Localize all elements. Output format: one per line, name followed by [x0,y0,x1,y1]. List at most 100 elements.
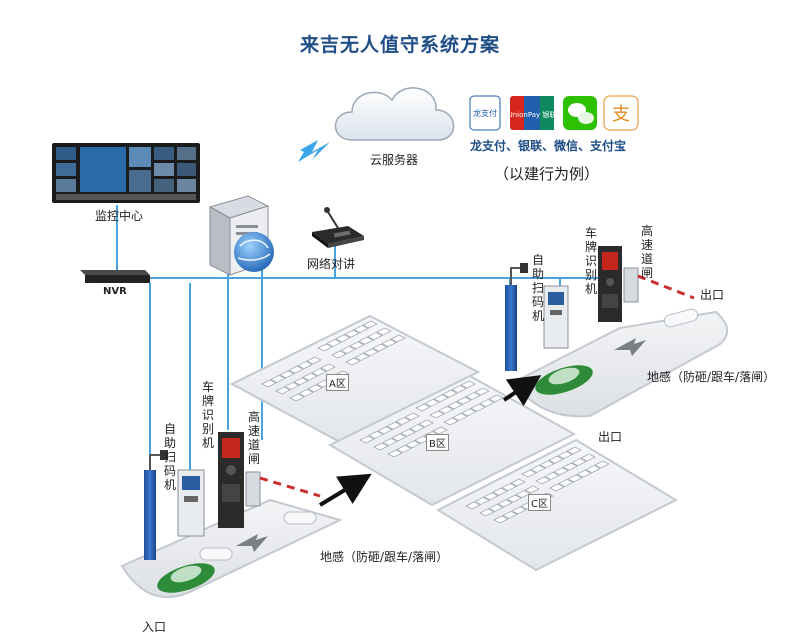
longpay-logo-icon [469,95,501,131]
parking-slot [492,487,508,496]
entry-lpr-label: 车牌识别机 [201,380,214,450]
parking-slot [424,399,440,407]
network-lines [116,205,600,480]
cloud-icon [334,87,455,141]
parking-slot [344,329,360,338]
nvr-label: NVR [103,286,127,297]
parking-slot [497,499,513,508]
bank-example-note: （以建行为例） [494,165,600,183]
monitor-center-label: 监控中心 [95,209,144,223]
parking-slot [465,501,481,510]
entry-barrier-gate [245,471,321,507]
parking-slot [479,508,495,517]
entry-kiosk-label: 自助扫码机 [163,422,176,492]
server-icon [208,195,274,276]
longpay-logo-text: 龙支付 [473,108,497,118]
parking-slot [567,474,583,483]
parking-slot [354,353,370,361]
parking-slot [488,394,504,403]
exit-barrier-gate [623,267,695,303]
parking-slot [349,341,365,350]
exit-kiosk-pole [505,263,528,371]
parking-slot [442,389,458,398]
parking-slot [443,417,459,426]
parking-slot [474,387,490,396]
parking-slot [362,320,378,329]
parking-slot [279,370,295,379]
parking-slot [382,438,398,446]
parking-slot [317,343,333,352]
cloud-server-label: 云服务器 [370,153,419,167]
parking-slot [359,435,375,444]
unionpay-logo-text: UnionPay 银联 [508,110,557,119]
parking-slot [405,440,421,449]
parking-slot [297,361,313,369]
parking-slot [433,394,449,403]
parking-slot [524,485,540,494]
parking-slot [506,494,522,503]
parking-slot [474,497,490,505]
parking-slot [544,472,560,480]
parking-slot [438,406,454,414]
exit-direction-arrow [614,338,646,356]
parking-slot [307,384,323,393]
parking-slot [558,479,574,487]
exit-sensor-label: 地感（防砸/跟车/落闸） [647,370,776,384]
parking-slot [576,469,592,478]
payment-methods-caption: 龙支付、银联、微信、支付宝 [470,139,627,153]
exit-car [535,365,593,395]
exit-self-pay-kiosk [543,285,569,349]
parking-slot [539,460,555,469]
payment-logos: 龙支付 UnionPay 银联 支 [469,95,639,131]
mid-exit-label: 出口 [598,430,623,444]
zone-a-label: A区 [326,374,349,391]
parking-slot [501,483,517,491]
parking-slot [353,325,369,333]
parking-slot [377,426,393,435]
parking-slot [483,492,499,501]
entry-car [157,563,215,593]
globe-icon [234,232,274,272]
parking-slot [432,426,448,435]
parking-slot [470,403,486,412]
parking-slot [331,350,347,359]
parking-slot [447,401,463,410]
parking-slot [289,393,305,402]
parking-slot [493,515,509,524]
parking-slots [261,320,610,524]
alipay-logo-text: 支 [612,104,630,125]
parking-slot [557,451,573,459]
parking-slot [465,392,481,400]
entry-sensor-loop [199,547,233,561]
parking-slot [345,357,361,366]
parking-slot [363,348,379,357]
lot-a [229,314,481,444]
parking-slot [460,380,476,389]
nvr-device [80,270,150,283]
exit-lpr-label: 车牌识别机 [584,226,597,296]
entry-barrier-label: 高速道闸 [247,410,260,466]
parking-slot [530,465,546,473]
parking-slot [387,449,403,458]
entry-self-pay-kiosk [177,469,205,537]
parking-slot [381,339,397,347]
parking-slot [594,460,610,469]
parking-slot [288,365,304,374]
parking-slot [452,413,468,421]
parking-slot [335,334,351,343]
parking-slot [293,377,309,386]
parking-slot [390,334,406,343]
parking-slot [511,506,527,515]
exit-lpr-camera-unit [598,246,622,322]
parking-slot [368,431,384,439]
parking-slot [373,442,389,451]
parking-slot [429,410,445,419]
alipay-logo-icon [603,95,639,131]
entry-kiosk-pole [144,450,168,560]
parking-lots [229,314,679,572]
exit-sensor-loop [663,308,699,328]
parking-slot [571,458,587,466]
wireless-bolt-icon [298,140,330,162]
lot-c [435,438,679,572]
